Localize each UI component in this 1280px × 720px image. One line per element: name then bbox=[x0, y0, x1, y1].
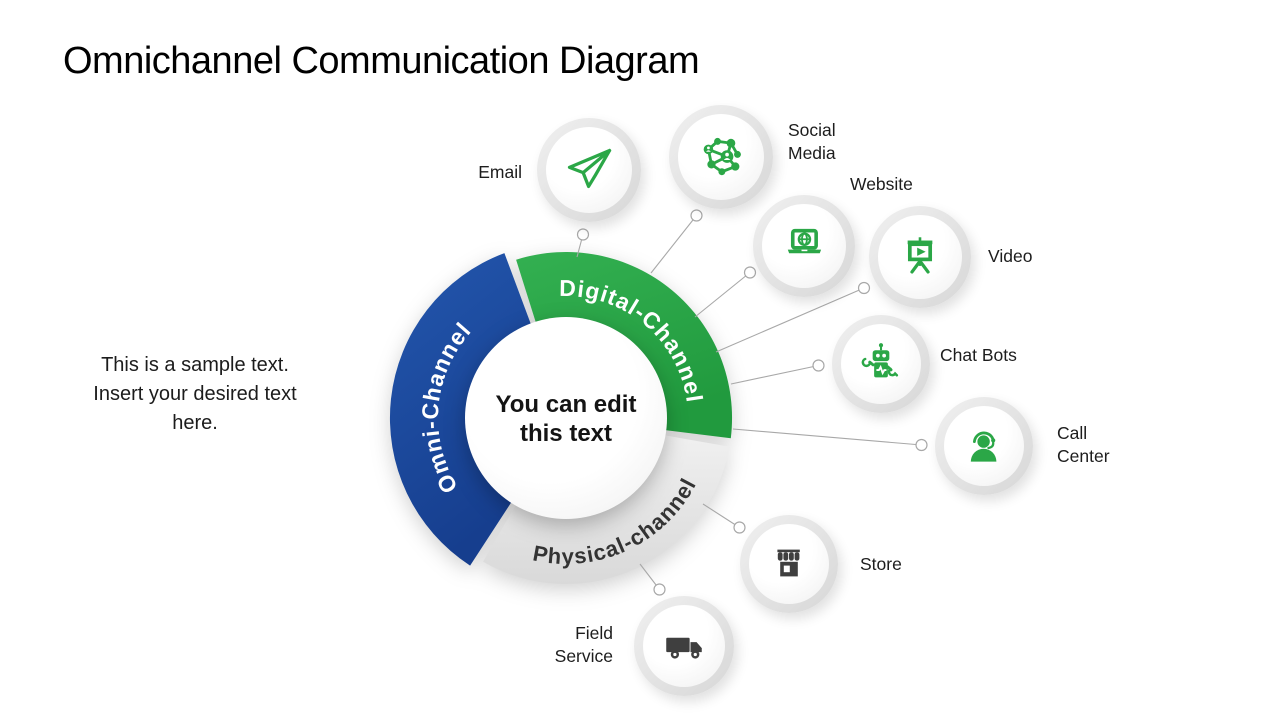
connector-website bbox=[694, 272, 751, 318]
slide-title: Omnichannel Communication Diagram bbox=[63, 40, 700, 82]
headset-agent-icon bbox=[970, 431, 997, 462]
connector-chat-bots bbox=[730, 364, 819, 385]
robot-icon bbox=[861, 343, 899, 378]
channel-label-website: Website bbox=[850, 174, 913, 194]
social-network-icon bbox=[703, 137, 741, 176]
storefront-icon bbox=[777, 549, 800, 577]
laptop-globe-icon bbox=[787, 228, 822, 254]
sample-text-block: This is a sample text. Insert your desir… bbox=[93, 354, 297, 434]
channel-node-field-service bbox=[634, 596, 734, 696]
segment-digital-channel bbox=[516, 252, 733, 439]
channel-label-video: Video bbox=[988, 246, 1033, 266]
channel-label-email: Email bbox=[478, 162, 522, 182]
connector-store bbox=[702, 503, 740, 528]
connector-call-center bbox=[732, 428, 922, 446]
channel-label-store: Store bbox=[860, 554, 902, 574]
channel-node-store bbox=[740, 515, 838, 613]
channel-label-field-service: Field Service bbox=[554, 623, 613, 666]
channel-node-video bbox=[869, 206, 971, 308]
channel-node-website bbox=[753, 195, 855, 297]
center-circle bbox=[465, 317, 667, 519]
channel-label-social-media: Social Media bbox=[788, 120, 836, 163]
presentation-play-icon bbox=[907, 237, 933, 274]
connector-video bbox=[715, 287, 865, 353]
channel-node-chat-bots bbox=[832, 315, 930, 413]
truck-icon bbox=[666, 637, 702, 659]
channel-label-call-center: Call Center bbox=[1057, 423, 1110, 466]
center-text: You can edit this text bbox=[495, 391, 637, 447]
channel-label-chat-bots: Chat Bots bbox=[940, 345, 1017, 365]
channel-node-call-center bbox=[935, 397, 1033, 495]
connector-endpoints bbox=[576, 209, 928, 596]
channel-node-social-media bbox=[669, 105, 773, 209]
paper-plane-icon bbox=[567, 148, 612, 189]
connector-social-media bbox=[650, 215, 697, 274]
channel-node-email bbox=[537, 118, 641, 222]
